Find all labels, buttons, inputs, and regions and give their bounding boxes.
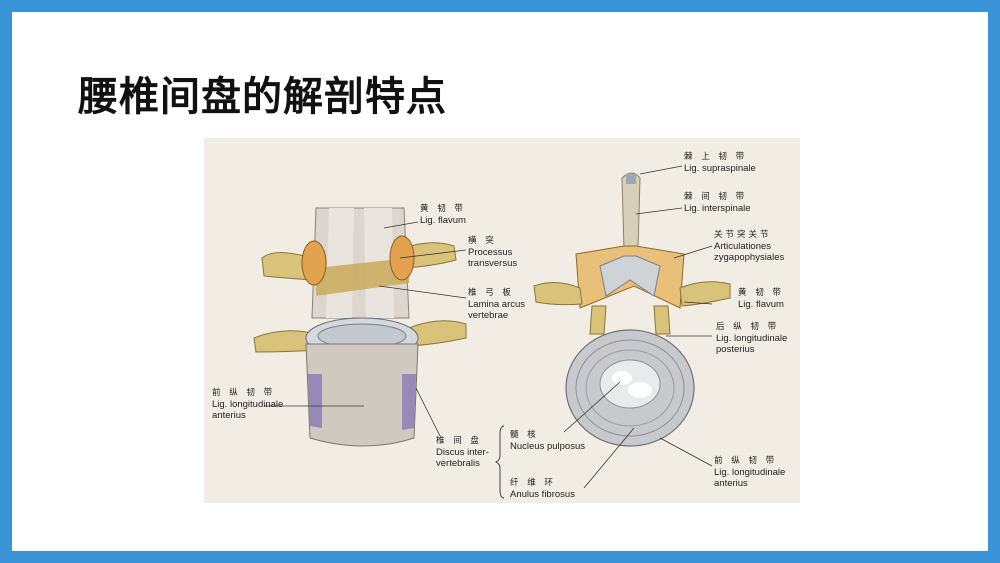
label-lig-flavum-left: 黄 韧 带 Lig. flavum	[420, 204, 466, 226]
label-nucleus: 髓 核 Nucleus pulposus	[510, 430, 585, 452]
label-lig-supraspinale: 棘 上 韧 带 Lig. supraspinale	[684, 152, 756, 174]
label-lig-interspinale: 棘 间 韧 带 Lig. interspinale	[684, 192, 751, 214]
slide-title: 腰椎间盘的解剖特点	[78, 74, 447, 120]
anatomy-figure: 黄 韧 带 Lig. flavum 横 突 Processus transver…	[204, 138, 800, 503]
label-discus: 椎 间 盘 Discus inter- vertebralis	[436, 436, 489, 469]
label-lig-long-anterius-right: 前 纵 韧 带 Lig. longitudinale anterius	[714, 456, 786, 489]
label-lamina-arcus: 椎 弓 板 Lamina arcus vertebrae	[468, 288, 526, 321]
slide: 腰椎间盘的解剖特点	[12, 12, 988, 551]
anatomy-illustration	[253, 165, 731, 499]
label-lig-long-posterius: 后 纵 韧 带 Lig. longitudinale posterius	[716, 322, 788, 355]
label-articulationes: 关节突关节 Articulationes zygapophysiales	[714, 230, 785, 263]
label-processus-transversus: 横 突 Processus transversus	[468, 236, 518, 269]
left-spine-view	[253, 207, 467, 447]
right-axial-view	[494, 165, 731, 499]
label-lig-flavum-right: 黄 韧 带 Lig. flavum	[738, 288, 784, 310]
label-lig-long-anterius-left: 前 纵 韧 带 Lig. longitudinale anterius	[212, 388, 284, 421]
label-annulus: 纤 维 环 Anulus fibrosus	[510, 478, 575, 500]
